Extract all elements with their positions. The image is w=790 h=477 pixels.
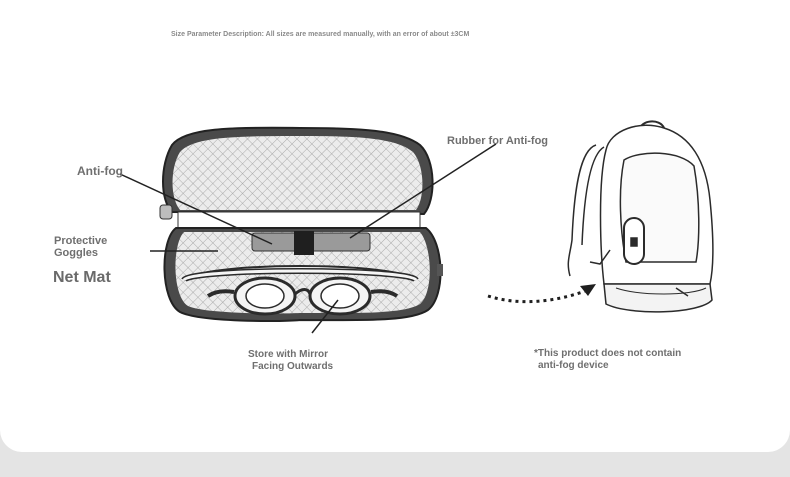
- anti-fog-label: Anti-fog: [77, 164, 123, 178]
- net-mat-label: Net Mat: [53, 269, 111, 286]
- goggle-case-icon: [159, 126, 443, 323]
- product-card: Size Parameter Description: All sizes ar…: [0, 0, 790, 452]
- swim-goggles-icon: [181, 265, 419, 316]
- store-leader: [311, 299, 339, 334]
- store-line-2: Facing Outwards: [252, 361, 334, 372]
- rubber-leader: [349, 143, 497, 239]
- product-note: *This product does not contain anti-fog …: [534, 348, 681, 372]
- anti-fog-leader: [119, 173, 273, 245]
- protective-goggles-label: Protective Goggles: [54, 235, 107, 259]
- store-line-1: Store with Mirror: [248, 349, 329, 360]
- product-note-line-1: *This product does not contain: [534, 348, 682, 359]
- pointer-arrow: [487, 284, 596, 304]
- goggles-line: Goggles: [54, 247, 99, 259]
- backpack-icon: [567, 120, 714, 313]
- store-label: Store with Mirror Facing Outwards: [248, 349, 333, 373]
- protective-line: Protective: [54, 235, 108, 247]
- size-description-note: Size Parameter Description: All sizes ar…: [171, 31, 470, 38]
- product-note-line-2: anti-fog device: [538, 360, 609, 371]
- illustration-canvas: [119, 120, 714, 334]
- leader-lines: [119, 143, 497, 334]
- rubber-label: Rubber for Anti-fog: [447, 135, 549, 147]
